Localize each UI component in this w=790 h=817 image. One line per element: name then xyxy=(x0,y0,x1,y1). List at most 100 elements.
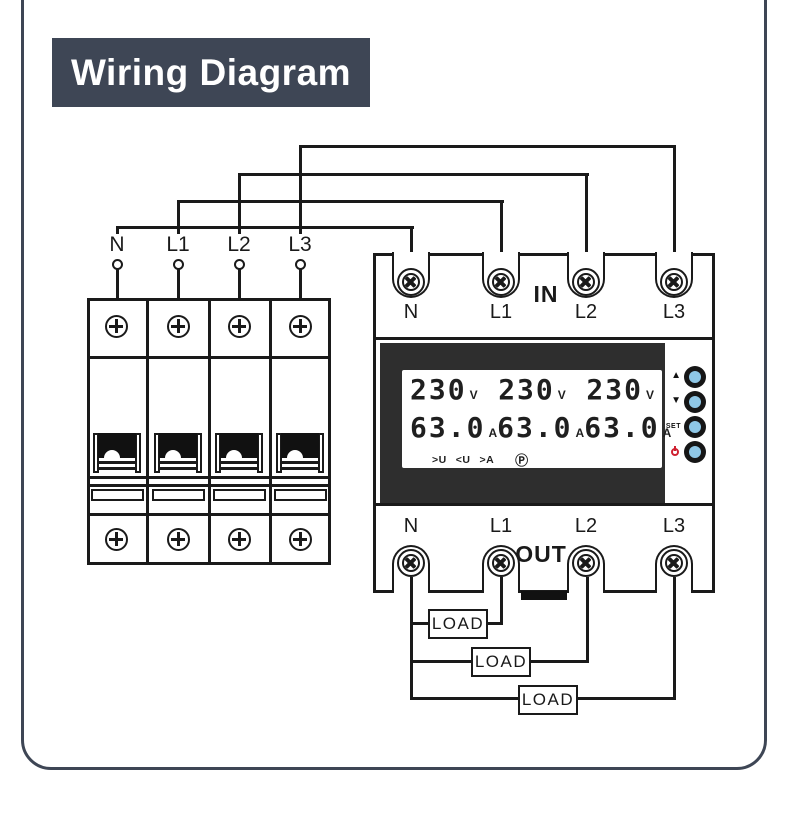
page-border-frame xyxy=(21,0,767,770)
voltage-value: 230 xyxy=(410,373,467,406)
under-voltage-indicator: <U xyxy=(455,453,471,466)
current-value: 63.0 xyxy=(497,411,573,444)
breaker-screw-top-l2[interactable] xyxy=(228,315,251,338)
breaker-screw-bottom-l3[interactable] xyxy=(289,528,312,551)
wire-n-to-load2 xyxy=(409,659,473,663)
power-button[interactable] xyxy=(684,441,706,463)
wire-n-into-breaker xyxy=(115,269,119,316)
meter-in-section-line xyxy=(376,337,712,340)
voltage-unit: V xyxy=(645,388,654,402)
circuit-breaker xyxy=(87,298,331,565)
up-arrow-icon: ▲ xyxy=(671,370,681,381)
set-button[interactable] xyxy=(684,416,706,438)
wire-l1-run xyxy=(176,200,504,203)
down-button[interactable] xyxy=(684,391,706,413)
power-icon xyxy=(671,446,682,457)
breaker-divider xyxy=(208,301,211,562)
voltage-value: 230 xyxy=(586,373,643,406)
wire-load1-to-l1 xyxy=(483,621,503,625)
breaker-screw-bottom-l1[interactable] xyxy=(167,528,190,551)
voltage-unit: V xyxy=(469,388,478,402)
in-terminal-label-l3: L3 xyxy=(662,301,686,323)
supply-label-l2: L2 xyxy=(227,233,251,256)
meter-in-screw-l2[interactable] xyxy=(572,268,600,296)
current-value: 63.0 xyxy=(584,411,660,444)
wire-l1-into-breaker xyxy=(176,269,180,316)
page-title: Wiring Diagram xyxy=(70,51,352,93)
supply-node-l3 xyxy=(294,258,306,270)
load-box-2: LOAD xyxy=(471,647,531,677)
breaker-rail-line xyxy=(90,484,328,487)
current-unit: A xyxy=(662,426,672,440)
wire-l2-run xyxy=(237,173,589,176)
meter-in-screw-l3[interactable] xyxy=(660,268,688,296)
breaker-screw-bottom-n[interactable] xyxy=(105,528,128,551)
breaker-module-slot xyxy=(213,489,266,501)
in-terminal-label-l1: L1 xyxy=(489,301,513,323)
breaker-screw-bottom-l2[interactable] xyxy=(228,528,251,551)
breaker-module-slot xyxy=(152,489,205,501)
over-voltage-indicator: >U xyxy=(432,453,447,466)
meter-out-section-line xyxy=(376,503,712,506)
out-terminal-label-l3: L3 xyxy=(662,515,686,537)
lcd-indicator-row: >U <U >A Ⓟ xyxy=(432,450,529,469)
breaker-bottom-row-line xyxy=(90,513,328,516)
wire-load2-to-l2 xyxy=(526,659,589,663)
voltage-unit: V xyxy=(557,388,566,402)
wire-n-drop-label xyxy=(115,226,119,234)
breaker-screw-top-n[interactable] xyxy=(105,315,128,338)
supply-label-l1: L1 xyxy=(166,233,190,256)
meter-out-screw-l2[interactable] xyxy=(572,549,600,577)
out-terminal-label-l1: L1 xyxy=(489,515,513,537)
supply-label-n: N xyxy=(109,233,125,256)
meter-out-screw-l1[interactable] xyxy=(487,549,515,577)
out-section-label: OUT xyxy=(515,541,567,567)
current-unit: A xyxy=(575,426,585,440)
voltage-value: 230 xyxy=(498,373,555,406)
breaker-toggle-handle[interactable] xyxy=(276,433,324,473)
up-button[interactable] xyxy=(684,366,706,388)
wire-n-drop-meter xyxy=(409,226,413,268)
breaker-rail-line xyxy=(90,476,328,479)
wire-l3-drop-meter xyxy=(672,145,676,268)
breaker-module-slot xyxy=(91,489,144,501)
wire-l1-drop-meter xyxy=(499,200,503,268)
over-current-indicator: >A xyxy=(479,453,495,466)
current-value: 63.0 xyxy=(410,411,486,444)
out-terminal-label-l2: L2 xyxy=(574,515,598,537)
wire-out-l2-down xyxy=(585,577,589,663)
breaker-toggle-handle[interactable] xyxy=(93,433,141,473)
breaker-screw-top-l3[interactable] xyxy=(289,315,312,338)
breaker-toggle-handle[interactable] xyxy=(154,433,202,473)
meter-out-screw-n[interactable] xyxy=(397,549,425,577)
meter-in-screw-n[interactable] xyxy=(397,268,425,296)
breaker-screw-top-l1[interactable] xyxy=(167,315,190,338)
wire-l3-run xyxy=(298,145,676,148)
wire-out-l1-down xyxy=(499,577,503,625)
wire-out-l3-down xyxy=(672,577,676,700)
wire-load3-to-l3 xyxy=(571,697,676,700)
breaker-module-slot xyxy=(274,489,327,501)
supply-label-l3: L3 xyxy=(288,233,312,256)
load-box-1: LOAD xyxy=(428,609,488,639)
wire-out-n-down xyxy=(409,577,413,700)
title-banner: Wiring Diagram xyxy=(52,38,370,107)
wire-n-to-load1 xyxy=(409,621,430,625)
wire-l3-into-breaker xyxy=(298,269,302,316)
wire-n-run xyxy=(115,226,414,229)
meter-out-screw-l3[interactable] xyxy=(660,549,688,577)
supply-node-n xyxy=(111,258,123,270)
din-rail-clip xyxy=(521,591,567,600)
breaker-toggle-handle[interactable] xyxy=(215,433,263,473)
wire-l1-drop-label xyxy=(176,200,180,234)
breaker-divider xyxy=(146,301,149,562)
wire-l2-drop-label xyxy=(237,173,241,234)
out-terminal-label-n: N xyxy=(403,515,419,537)
supply-node-l2 xyxy=(233,258,245,270)
load-box-3: LOAD xyxy=(518,685,578,715)
meter-in-screw-l1[interactable] xyxy=(487,268,515,296)
